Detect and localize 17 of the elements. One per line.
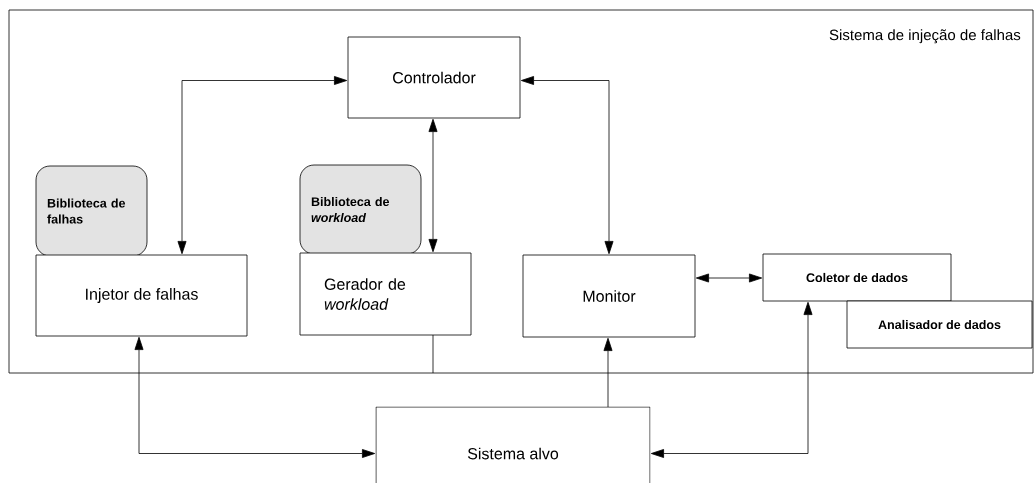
arrow [428, 118, 438, 253]
process-box: Controlador [347, 36, 521, 119]
arrow [695, 273, 763, 283]
arrow [603, 337, 613, 408]
process-box: Analisador de dados [846, 300, 1033, 349]
process-box: Coletor de dados [762, 253, 952, 302]
arrow [134, 336, 376, 458]
arrow [177, 76, 348, 255]
arrow [520, 76, 614, 255]
library-box: Biblioteca de workload [299, 164, 422, 255]
library-box: Biblioteca de falhas [35, 165, 148, 257]
arrow [650, 301, 813, 458]
connector-line [432, 334, 434, 374]
process-box: Injetor de falhas [35, 254, 248, 337]
process-box: Monitor [522, 254, 696, 338]
process-box: Gerador de workload [299, 252, 472, 336]
process-box: Sistema alvo [375, 406, 651, 483]
